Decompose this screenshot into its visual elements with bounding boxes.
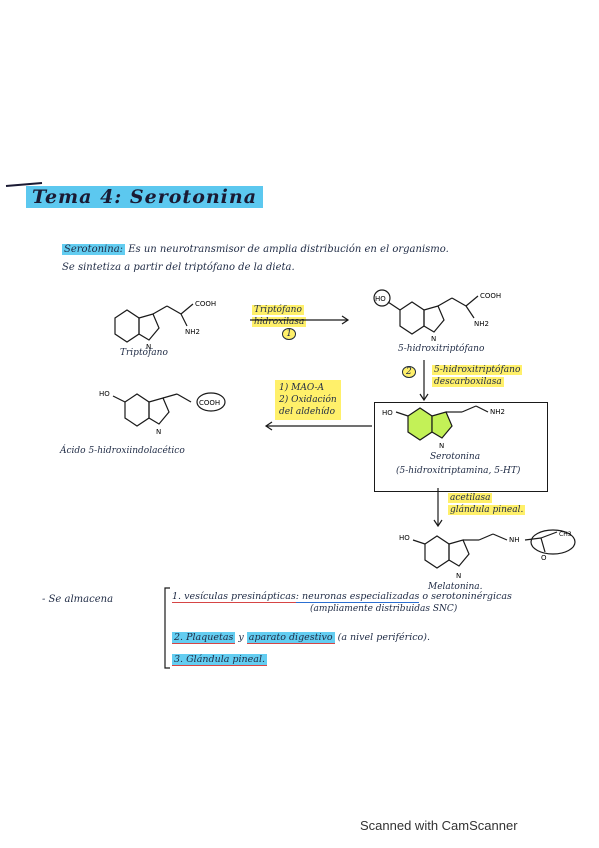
step4-line2: glándula pineal.: [448, 505, 526, 515]
step2-enzyme: 5-hidroxitriptófano descarboxilasa: [432, 364, 523, 388]
hiaa-label: Ácido 5-hidroxiindolacético: [60, 446, 185, 456]
intro-line-2: Se sintetiza a partir del triptófano de …: [62, 260, 295, 276]
hiaa-n: N: [156, 428, 161, 436]
melatonin-n: N: [456, 572, 461, 580]
storage-item-2: 2. Plaquetas y aparato digestivo (a nive…: [172, 632, 431, 644]
storage-label: - Se almacena: [42, 594, 114, 605]
step1-arrow: [250, 315, 350, 325]
step2-enzyme-line2: descarboxilasa: [432, 377, 504, 387]
serotonin-box: [374, 402, 548, 492]
hydroxytryptophan-n: N: [431, 335, 436, 343]
serotonin-structure: HO NH2 N: [382, 405, 505, 450]
hiaa-ho: HO: [99, 390, 110, 398]
melatonin-o: O: [541, 554, 547, 562]
intro-line-1: Serotonina: Es un neurotransmisor de amp…: [62, 242, 449, 258]
serotonin-label: Serotonina: [430, 452, 481, 462]
serotonin-ho: HO: [382, 409, 393, 417]
melatonin-structure: HO NH CH3 O N: [399, 529, 576, 580]
melatonin-label: Melatonina.: [428, 582, 483, 592]
storage-bracket: [164, 587, 170, 669]
hiaa-structure: HO COOH N: [99, 390, 226, 436]
tryptophan-label: Triptófano: [120, 348, 168, 358]
storage-item2-d: (a nivel periférico).: [337, 632, 431, 643]
melatonin-ho: HO: [399, 534, 410, 542]
step2-arrow: [419, 360, 429, 402]
step4-label: acetilasa glándula pineal.: [448, 492, 526, 516]
step2-enzyme-line1: 5-hidroxitriptófano: [432, 365, 523, 375]
page-title: Tema 4: Serotonina: [5, 182, 264, 208]
storage-item3: 3. Glándula pineal.: [172, 654, 267, 666]
hydroxytryptophan-nh2: NH2: [474, 320, 489, 328]
storage-item2-a: 2. Plaquetas: [172, 632, 236, 644]
storage-item1-d: (ampliamente distribuidas SNC): [310, 604, 458, 614]
step4-line1: acetilasa: [448, 493, 493, 503]
serotonin-n: N: [439, 442, 444, 450]
step3-line3: del aldehído: [279, 407, 336, 417]
storage-item2-b: y: [238, 632, 244, 643]
hiaa-cooh: COOH: [199, 399, 220, 407]
hydroxytryptophan-label: 5-hidroxitriptófano: [398, 344, 485, 354]
step2-number: 2: [402, 366, 416, 378]
step1-enzyme-line1: Triptófano: [252, 305, 304, 315]
step2-number-wrap: 2: [402, 366, 416, 378]
hydroxytryptophan-cooh: COOH: [480, 292, 501, 300]
step3-arrow: [264, 421, 372, 431]
step4-arrow: [433, 488, 443, 528]
hydroxytryptophan-ho: HO: [375, 295, 386, 303]
storage-item2-c: aparato digestivo: [246, 632, 335, 644]
scanner-watermark: Scanned with CamScanner: [360, 818, 518, 833]
tryptophan-structure: COOH NH2 N: [114, 300, 216, 351]
melatonin-nh: NH: [509, 536, 520, 544]
step3-label: 1) MAO-A 2) Oxidación del aldehído: [275, 380, 341, 420]
tryptophan-nh: N: [146, 343, 151, 351]
intro-term: Serotonina:: [62, 244, 126, 255]
step1-enzyme-line2: hidroxilasa: [252, 317, 307, 327]
intro-text-2: Se sintetiza a partir del triptófano de …: [62, 262, 295, 273]
storage-item-1: 1. vesículas presinápticas: neuronas esp…: [172, 590, 512, 604]
title-underline-mark: [5, 182, 43, 187]
tryptophan-nh2: NH2: [185, 328, 200, 336]
storage-item1-a: 1. vesículas presinápticas: [172, 591, 296, 603]
tryptophan-cooh: COOH: [195, 300, 216, 308]
step1-number: 1: [282, 328, 297, 340]
storage-item1-c: o serotoninérgicas: [422, 591, 512, 602]
storage-item1-b: : neuronas especializadas: [295, 591, 420, 603]
step3-line2: 2) Oxidación: [279, 395, 337, 405]
serotonin-nh2: NH2: [490, 408, 505, 416]
hydroxytryptophan-structure: HO COOH NH2 N: [373, 289, 501, 343]
step1-enzyme: Triptófano hidroxilasa 1: [252, 304, 307, 340]
step3-line1: 1) MAO-A: [279, 383, 325, 393]
storage-item-3: 3. Glándula pineal.: [172, 654, 267, 666]
melatonin-ch3: CH3: [559, 531, 572, 538]
serotonin-subname: (5-hidroxitriptamina, 5-HT): [396, 466, 521, 476]
intro-text-1: Es un neurotransmisor de amplia distribu…: [128, 244, 449, 255]
